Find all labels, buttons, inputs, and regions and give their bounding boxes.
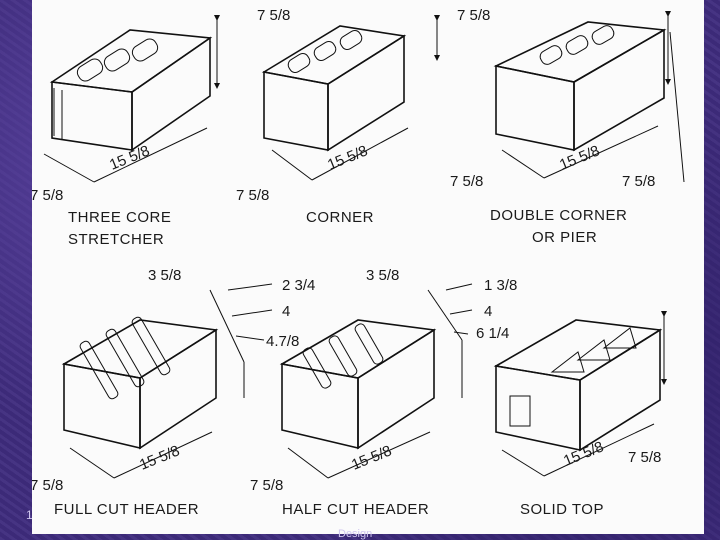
- full-cut-dim-c-label: 4: [282, 303, 290, 320]
- block-diagram: 7 5/8 15 5/8 7 5/8 THREE CORE STRETCHER …: [32, 7, 685, 518]
- stretcher-caption-line1: THREE CORE: [68, 209, 171, 226]
- full-cut-width-label: 7 5/8: [32, 477, 63, 494]
- corner-width-label: 7 5/8: [236, 187, 269, 204]
- corner-caption: CORNER: [306, 209, 374, 226]
- corner-block: [261, 15, 440, 181]
- stretcher-caption-line2: STRETCHER: [68, 231, 164, 248]
- full-cut-dim-d-label: 4.7/8: [266, 333, 299, 350]
- half-cut-header-block: [279, 283, 473, 479]
- solid-top-length-label: 15 5/8: [561, 438, 606, 469]
- half-cut-dim-a-label: 3 5/8: [366, 267, 399, 284]
- double-corner-caption-line1: DOUBLE CORNER: [490, 207, 627, 224]
- corner-height-label: 7 5/8: [457, 7, 490, 24]
- full-cut-dim-b-label: 2 3/4: [282, 277, 315, 294]
- full-cut-caption: FULL CUT HEADER: [54, 501, 199, 518]
- half-cut-dim-d-label: 6 1/4: [476, 325, 509, 342]
- double-corner-width-left-label: 7 5/8: [450, 173, 483, 190]
- stretcher-width-label: 7 5/8: [32, 187, 63, 204]
- double-corner-caption-line2: OR PIER: [532, 229, 597, 246]
- slide-footer: Design: [338, 528, 373, 540]
- solid-top-block: [493, 311, 667, 477]
- half-cut-dim-c-label: 4: [484, 303, 492, 320]
- solid-top-caption: SOLID TOP: [520, 501, 604, 518]
- slide-number: 1: [26, 508, 33, 522]
- full-cut-length-label: 15 5/8: [137, 442, 182, 473]
- double-corner-block: [493, 11, 685, 183]
- solid-top-height-label: 7 5/8: [628, 449, 661, 466]
- half-cut-width-label: 7 5/8: [250, 477, 283, 494]
- half-cut-caption: HALF CUT HEADER: [282, 501, 429, 518]
- full-cut-dim-a-label: 3 5/8: [148, 267, 181, 284]
- block-diagram-panel: 7 5/8 15 5/8 7 5/8 THREE CORE STRETCHER …: [32, 0, 704, 534]
- full-cut-header-block: [61, 283, 273, 479]
- half-cut-dim-b-label: 1 3/8: [484, 277, 517, 294]
- three-core-stretcher-block: [43, 15, 220, 183]
- stretcher-height-label: 7 5/8: [257, 7, 290, 24]
- double-corner-width-right-label: 7 5/8: [622, 173, 655, 190]
